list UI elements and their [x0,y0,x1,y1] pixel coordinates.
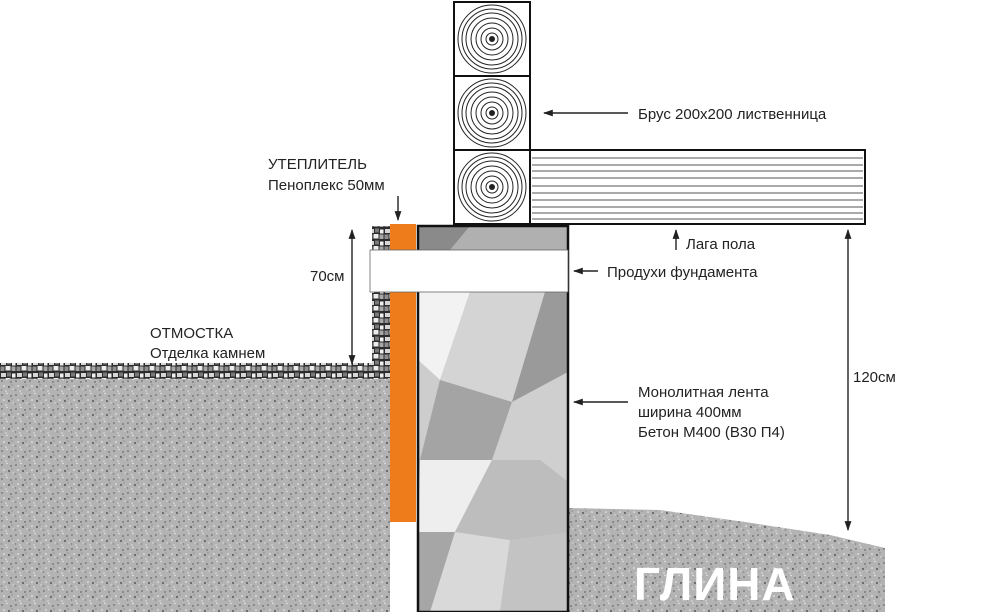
clay-soil-right [568,508,885,612]
height-120-label: 120см [853,369,896,386]
insulation-material-label: Пеноплекс 50мм [268,177,385,194]
foundation-vent [369,249,569,293]
foundation-vent-label: Продухи фундамента [607,264,758,281]
soil-label: ГЛИНА [634,558,796,610]
timber-logs [453,1,531,225]
blind-area-finish-label: Отделка камнем [150,345,265,362]
insulation-title-label: УТЕПЛИТЕЛЬ [268,156,367,173]
strip-label-line1: Монолитная лента [638,384,769,401]
strip-label-line3: Бетон М400 (В30 П4) [638,424,785,441]
floor-joist-label: Лага пола [686,236,756,253]
ground-soil [0,372,390,612]
concrete-strip [416,224,570,612]
strip-label-line2: ширина 400мм [638,404,742,421]
blind-area-stones [0,363,388,379]
blind-area-title-label: ОТМОСТКА [150,325,233,342]
timber-label: Брус 200x200 лиственница [638,106,827,123]
stone-facing [372,226,390,378]
height-70-label: 70см [310,268,345,285]
floor-joist [529,149,866,225]
